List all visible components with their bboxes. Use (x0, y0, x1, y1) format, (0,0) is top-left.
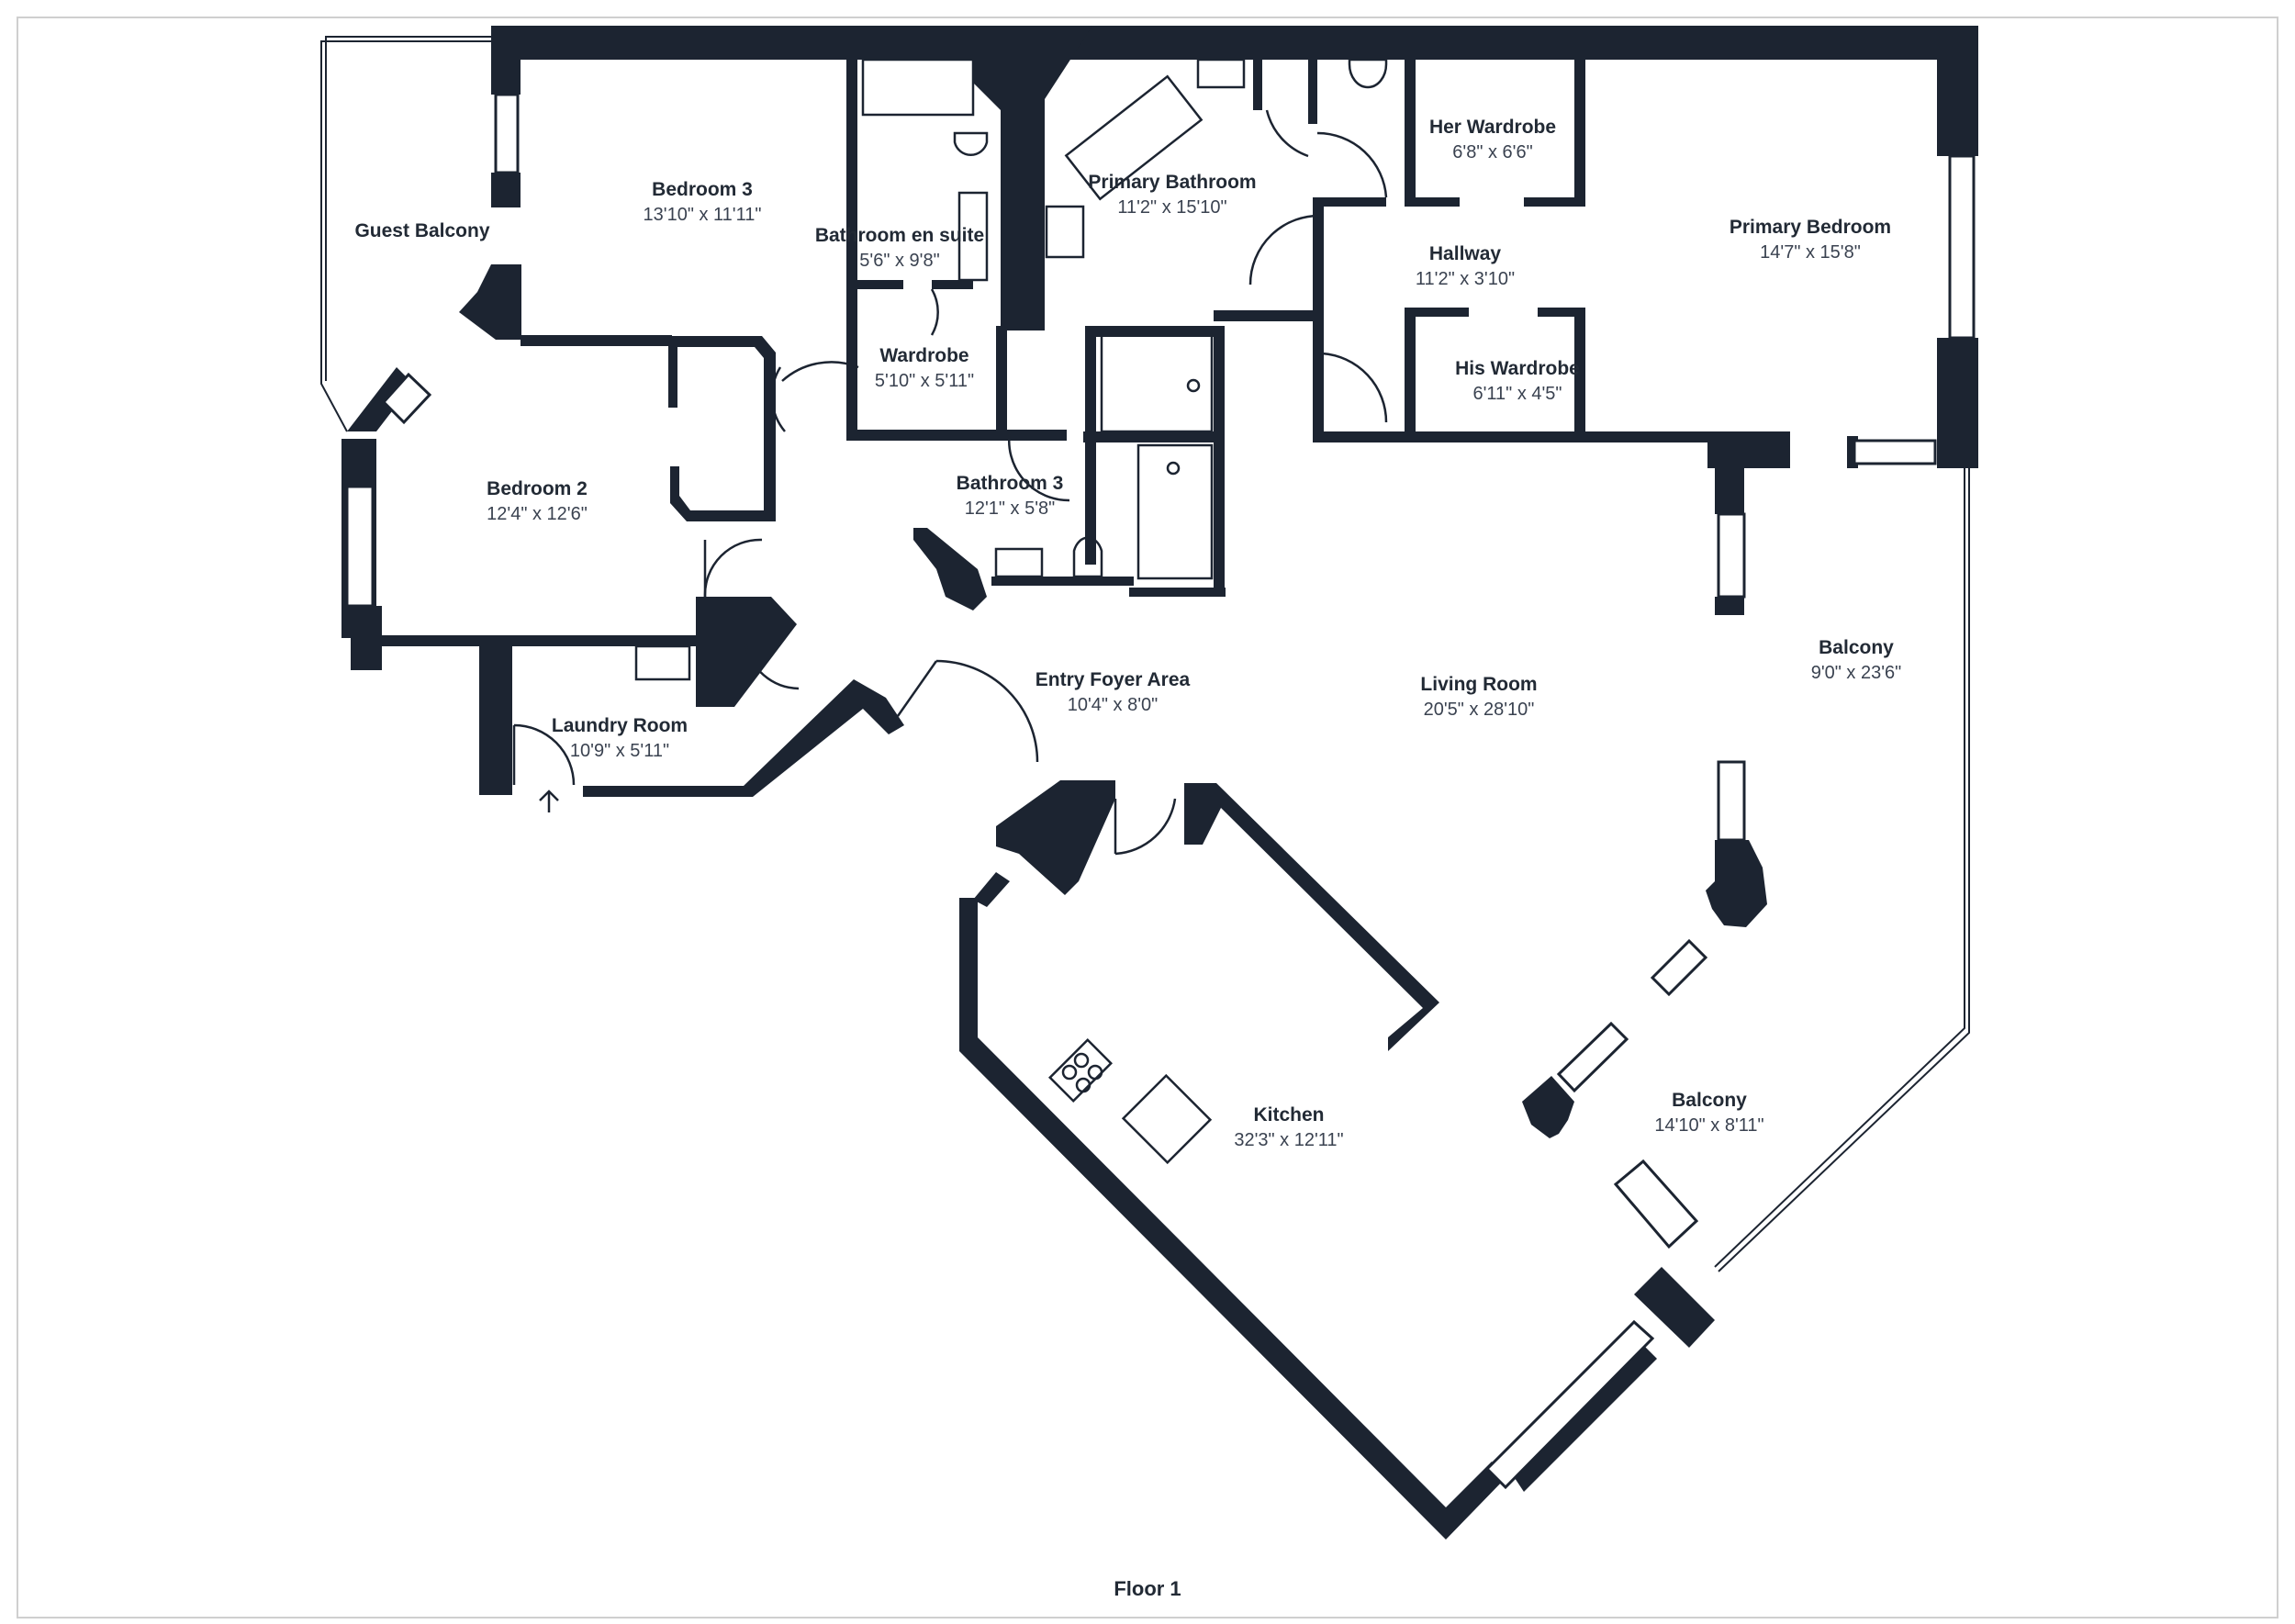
room-dims: 6'11" x 4'5" (1472, 384, 1562, 404)
room-name: Bedroom 3 (652, 179, 753, 200)
primary-sink-icon (1196, 58, 1246, 89)
plan-frame (17, 17, 2278, 1618)
room-dims: 10'4" x 8'0" (1068, 695, 1159, 715)
room-dims: 32'3" x 12'11" (1234, 1130, 1343, 1150)
primary-vanity-icon (1045, 205, 1085, 259)
fixtures (634, 58, 1388, 1165)
room-dims: 13'10" x 11'11" (644, 205, 762, 225)
room-dims: 11'2" x 3'10" (1416, 269, 1515, 289)
bathroom3-drain-icon (1166, 461, 1181, 476)
room-name: Hallway (1429, 243, 1502, 264)
laundry-machine-icon (634, 644, 691, 681)
room-dims: 5'6" x 9'8" (859, 251, 939, 271)
room-name: Primary Bedroom (1730, 217, 1891, 238)
primary-toilet-icon (1348, 58, 1388, 89)
room-name: Laundry Room (552, 715, 688, 736)
room-labels: Guest Balcony Bedroom 3 13'10" x 11'11" … (354, 117, 1901, 1150)
cooktop-icon (1047, 1037, 1114, 1103)
room-dims: 12'4" x 12'6" (487, 504, 588, 524)
floor-label: Floor 1 (1114, 1577, 1181, 1600)
bathroom3-toilet-icon (1072, 536, 1103, 578)
kitchen-sink-icon (1121, 1073, 1213, 1165)
room-name: Bathroom 3 (957, 473, 1064, 494)
room-name: Entry Foyer Area (1036, 669, 1191, 690)
room-name: Balcony (1819, 637, 1894, 658)
room-name: His Wardrobe (1455, 358, 1580, 379)
burner-icon (1087, 1064, 1103, 1081)
shower-drain-icon (1186, 378, 1201, 393)
room-name: Balcony (1672, 1090, 1747, 1111)
room-name: Bedroom 2 (487, 478, 588, 499)
room-name: Bathroom en suite (815, 225, 984, 246)
room-name: Living Room (1420, 674, 1537, 695)
entry-arrow-icon (539, 790, 559, 812)
room-dims: 9'0" x 23'6" (1811, 663, 1902, 683)
bathroom3-sink-icon (994, 547, 1044, 578)
room-name: Guest Balcony (354, 220, 489, 241)
room-name: Her Wardrobe (1429, 117, 1556, 138)
door-swings (512, 109, 1388, 856)
room-dims: 11'2" x 15'10" (1117, 197, 1226, 218)
walls (341, 26, 1978, 1540)
bathroom3-shower-icon (1136, 443, 1214, 580)
room-dims: 5'10" x 5'11" (875, 371, 974, 391)
room-name: Kitchen (1253, 1104, 1324, 1126)
balcony-outlines (320, 36, 1970, 1272)
bathtub-icon (861, 58, 975, 117)
toilet-icon (953, 131, 989, 157)
room-dims: 14'7" x 15'8" (1760, 242, 1861, 263)
burner-icon (1061, 1064, 1078, 1081)
room-name: Wardrobe (879, 345, 968, 366)
burner-icon (1073, 1052, 1090, 1069)
windows (345, 93, 1976, 1490)
primary-bathtub-icon (1064, 74, 1203, 201)
room-dims: 10'9" x 5'11" (570, 741, 669, 761)
room-name: Primary Bathroom (1088, 172, 1256, 193)
shower-icon (1100, 333, 1214, 433)
room-dims: 12'1" x 5'8" (965, 498, 1056, 519)
room-dims: 6'8" x 6'6" (1452, 142, 1532, 162)
burner-icon (1075, 1077, 1092, 1093)
room-dims: 14'10" x 8'11" (1654, 1115, 1763, 1136)
room-dims: 20'5" x 28'10" (1424, 700, 1535, 720)
vanity-icon (957, 191, 989, 282)
